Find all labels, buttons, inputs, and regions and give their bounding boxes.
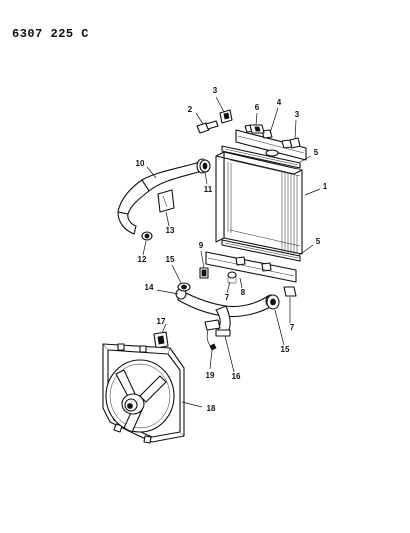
fitting-7-center (227, 271, 237, 284)
callout-4: 4 (277, 98, 282, 107)
cooler-line-bracket (204, 319, 231, 351)
callout-16: 16 (232, 372, 241, 381)
callout-15-left: 15 (166, 255, 175, 264)
callout-5-upper: 5 (314, 148, 319, 157)
callout-8: 8 (241, 288, 246, 297)
callouts: 1 2 3 3 4 5 5 6 7 7 8 9 10 11 12 13 14 1… (136, 86, 328, 413)
callout-2: 2 (188, 105, 193, 114)
callout-15-right: 15 (281, 345, 290, 354)
callout-13: 13 (166, 226, 175, 235)
callout-18: 18 (207, 404, 216, 413)
bolt-upper-right (289, 137, 301, 149)
radiator-core (215, 151, 303, 255)
fan-motor (121, 393, 145, 415)
clamp-lower-left (177, 282, 191, 292)
callout-17: 17 (157, 317, 166, 326)
hose-clamp-upper (199, 159, 211, 173)
callout-3-upper: 3 (213, 86, 218, 95)
clamp-lower-right (266, 294, 280, 310)
fan-clip (153, 331, 169, 349)
hose-clamp-lower (141, 231, 153, 241)
callout-10: 10 (136, 159, 145, 168)
callout-5-lower: 5 (316, 237, 321, 246)
leader-lines (142, 96, 321, 408)
callout-19: 19 (206, 371, 215, 380)
hose-bracket (157, 189, 175, 213)
callout-14: 14 (145, 283, 154, 292)
callout-7-center: 7 (225, 293, 230, 302)
fitting-9 (199, 267, 209, 279)
bolt-upper-left (219, 109, 233, 124)
drawing-number: 6307 225 C (12, 27, 89, 41)
drain-cock (196, 120, 219, 134)
lower-seal (221, 239, 301, 262)
callout-7-right: 7 (290, 323, 295, 332)
upper-tank (235, 124, 307, 161)
upper-hose (117, 158, 208, 235)
fitting-7-right (283, 286, 297, 297)
callout-3-right: 3 (295, 110, 300, 119)
callout-12: 12 (138, 255, 147, 264)
callout-6: 6 (255, 103, 260, 112)
callout-9: 9 (199, 241, 204, 250)
callout-11: 11 (204, 185, 213, 194)
callout-1: 1 (323, 182, 328, 191)
lower-tank (205, 251, 297, 283)
isolator (249, 124, 265, 134)
upper-seal (221, 145, 301, 169)
